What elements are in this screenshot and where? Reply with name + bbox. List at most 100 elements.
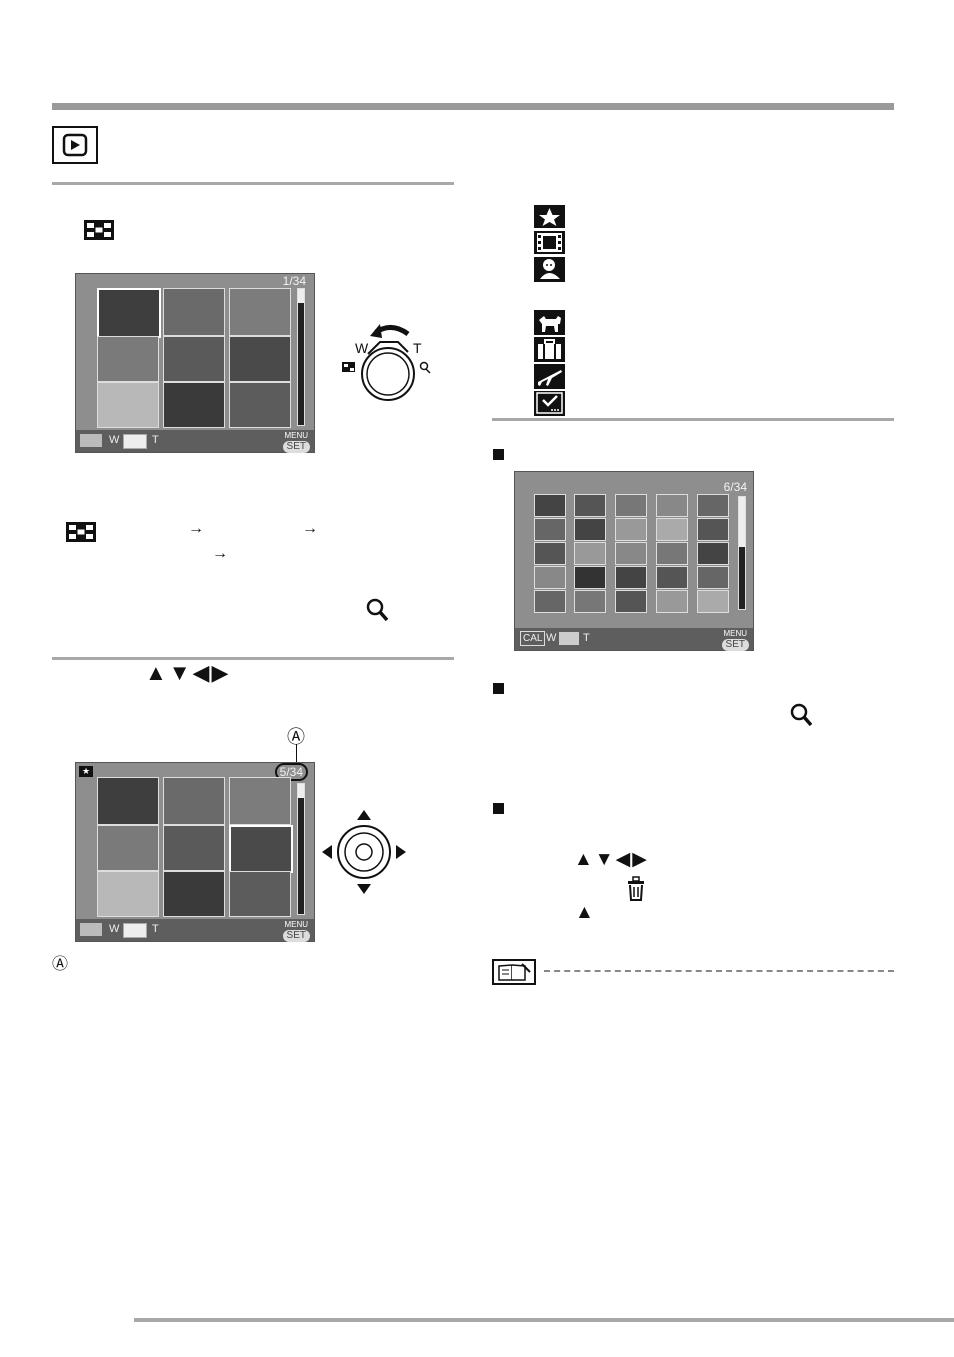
- thumbnail[interactable]: [697, 566, 729, 589]
- zoom-lever[interactable]: W T: [340, 318, 440, 415]
- thumbnail[interactable]: [697, 542, 729, 565]
- magnify-icon: [790, 703, 814, 734]
- section-rule-3: [492, 418, 894, 421]
- thumbnail[interactable]: [574, 518, 606, 541]
- thumbnail[interactable]: [163, 336, 225, 382]
- thumbnail[interactable]: [615, 518, 647, 541]
- thumbnail[interactable]: [656, 566, 688, 589]
- zoom-t-label: T: [152, 923, 159, 935]
- star-icon: [534, 205, 565, 228]
- thumbnail[interactable]: [97, 871, 159, 917]
- thumbnail[interactable]: [97, 777, 159, 825]
- thumbnail[interactable]: [163, 871, 225, 917]
- scroll-bar[interactable]: [297, 783, 305, 915]
- thumbnail[interactable]: [574, 494, 606, 517]
- thumbnail[interactable]: [615, 494, 647, 517]
- thumbnail[interactable]: [97, 336, 159, 382]
- motion-picture-icon: [534, 231, 565, 254]
- thumbnail[interactable]: [615, 566, 647, 589]
- up-button-label: ▲: [575, 902, 596, 923]
- image-counter: 1/34: [282, 274, 306, 288]
- multi-display-indicator-icon: [80, 923, 102, 936]
- thumbnail[interactable]: [229, 288, 291, 336]
- zoom-w-label: W: [109, 923, 120, 935]
- scroll-bar[interactable]: [297, 288, 305, 426]
- thumbnail[interactable]: [163, 825, 225, 871]
- thumbnail[interactable]: [656, 494, 688, 517]
- zoom-w-label: W: [546, 632, 557, 644]
- section-bullet: [493, 683, 504, 694]
- thumbnail[interactable]: [229, 336, 291, 382]
- lever-w-label: W: [355, 340, 369, 356]
- airplane-icon: [534, 364, 565, 389]
- cursor-buttons-label: ▲▼◀▶: [145, 660, 231, 685]
- thumbnail[interactable]: [534, 590, 566, 613]
- bottom-rule: [134, 1318, 954, 1322]
- playback-mode-icon: [52, 126, 98, 164]
- thumbnail[interactable]: [534, 566, 566, 589]
- thumbnail[interactable]: [697, 518, 729, 541]
- thumbnail[interactable]: [656, 518, 688, 541]
- note-book-icon: [492, 959, 536, 985]
- callout-a: Ⓐ: [287, 727, 305, 747]
- magnify-icon: [366, 598, 390, 629]
- section-bullet: [493, 449, 504, 460]
- section-bullet: [493, 803, 504, 814]
- zoom-w-label: W: [109, 434, 120, 446]
- zoom-t-label: T: [583, 632, 590, 644]
- thumbnail[interactable]: [163, 777, 225, 825]
- top-rule: [52, 103, 894, 110]
- four-way-pad[interactable]: [320, 808, 408, 901]
- thumbnail[interactable]: [697, 494, 729, 517]
- single-display-indicator-icon: [123, 434, 147, 449]
- image-counter: 6/34: [723, 480, 747, 494]
- zoom-t-label: T: [152, 434, 159, 446]
- thumbnail[interactable]: [229, 871, 291, 917]
- thumbnail[interactable]: [697, 590, 729, 613]
- section-rule-2: [52, 657, 454, 660]
- section-rule-1: [52, 182, 454, 185]
- thumbnail[interactable]: [574, 542, 606, 565]
- multi-display-indicator-icon: [80, 434, 102, 447]
- multi-display-indicator-icon: [559, 632, 579, 645]
- thumbnail[interactable]: [229, 382, 291, 428]
- thumbnail[interactable]: [534, 518, 566, 541]
- thumbnail[interactable]: [97, 382, 159, 428]
- dashed-rule: [544, 970, 894, 972]
- baby-icon: [534, 257, 565, 282]
- thumbnail[interactable]: [534, 542, 566, 565]
- thumbnail[interactable]: [615, 542, 647, 565]
- pet-icon: [534, 310, 565, 335]
- thumbnail[interactable]: [656, 542, 688, 565]
- scroll-bar[interactable]: [738, 496, 746, 610]
- multi-display-icon: [66, 522, 96, 547]
- callout-legend: Ⓐ: [52, 956, 69, 973]
- sequence-arrow: →: [188, 520, 204, 537]
- thumbnail[interactable]: [163, 288, 225, 336]
- thumbnail[interactable]: [229, 777, 291, 825]
- multi-display-icon: [84, 220, 114, 245]
- calendar-label: CAL: [520, 631, 546, 646]
- thumbnail-selected[interactable]: [229, 825, 293, 873]
- thumbnail[interactable]: [574, 566, 606, 589]
- check-list-icon: [534, 391, 565, 416]
- suitcase-icon: [534, 337, 565, 362]
- single-display-indicator-icon: [123, 923, 147, 938]
- thumbnail[interactable]: [97, 288, 161, 338]
- thumbnail[interactable]: [534, 494, 566, 517]
- callout-line: [296, 744, 297, 762]
- thumbnail[interactable]: [163, 382, 225, 428]
- sequence-arrow: →: [302, 520, 318, 537]
- thumbnail[interactable]: [615, 590, 647, 613]
- thumbnail[interactable]: [574, 590, 606, 613]
- thumbnail[interactable]: [656, 590, 688, 613]
- thumbnail[interactable]: [97, 825, 159, 871]
